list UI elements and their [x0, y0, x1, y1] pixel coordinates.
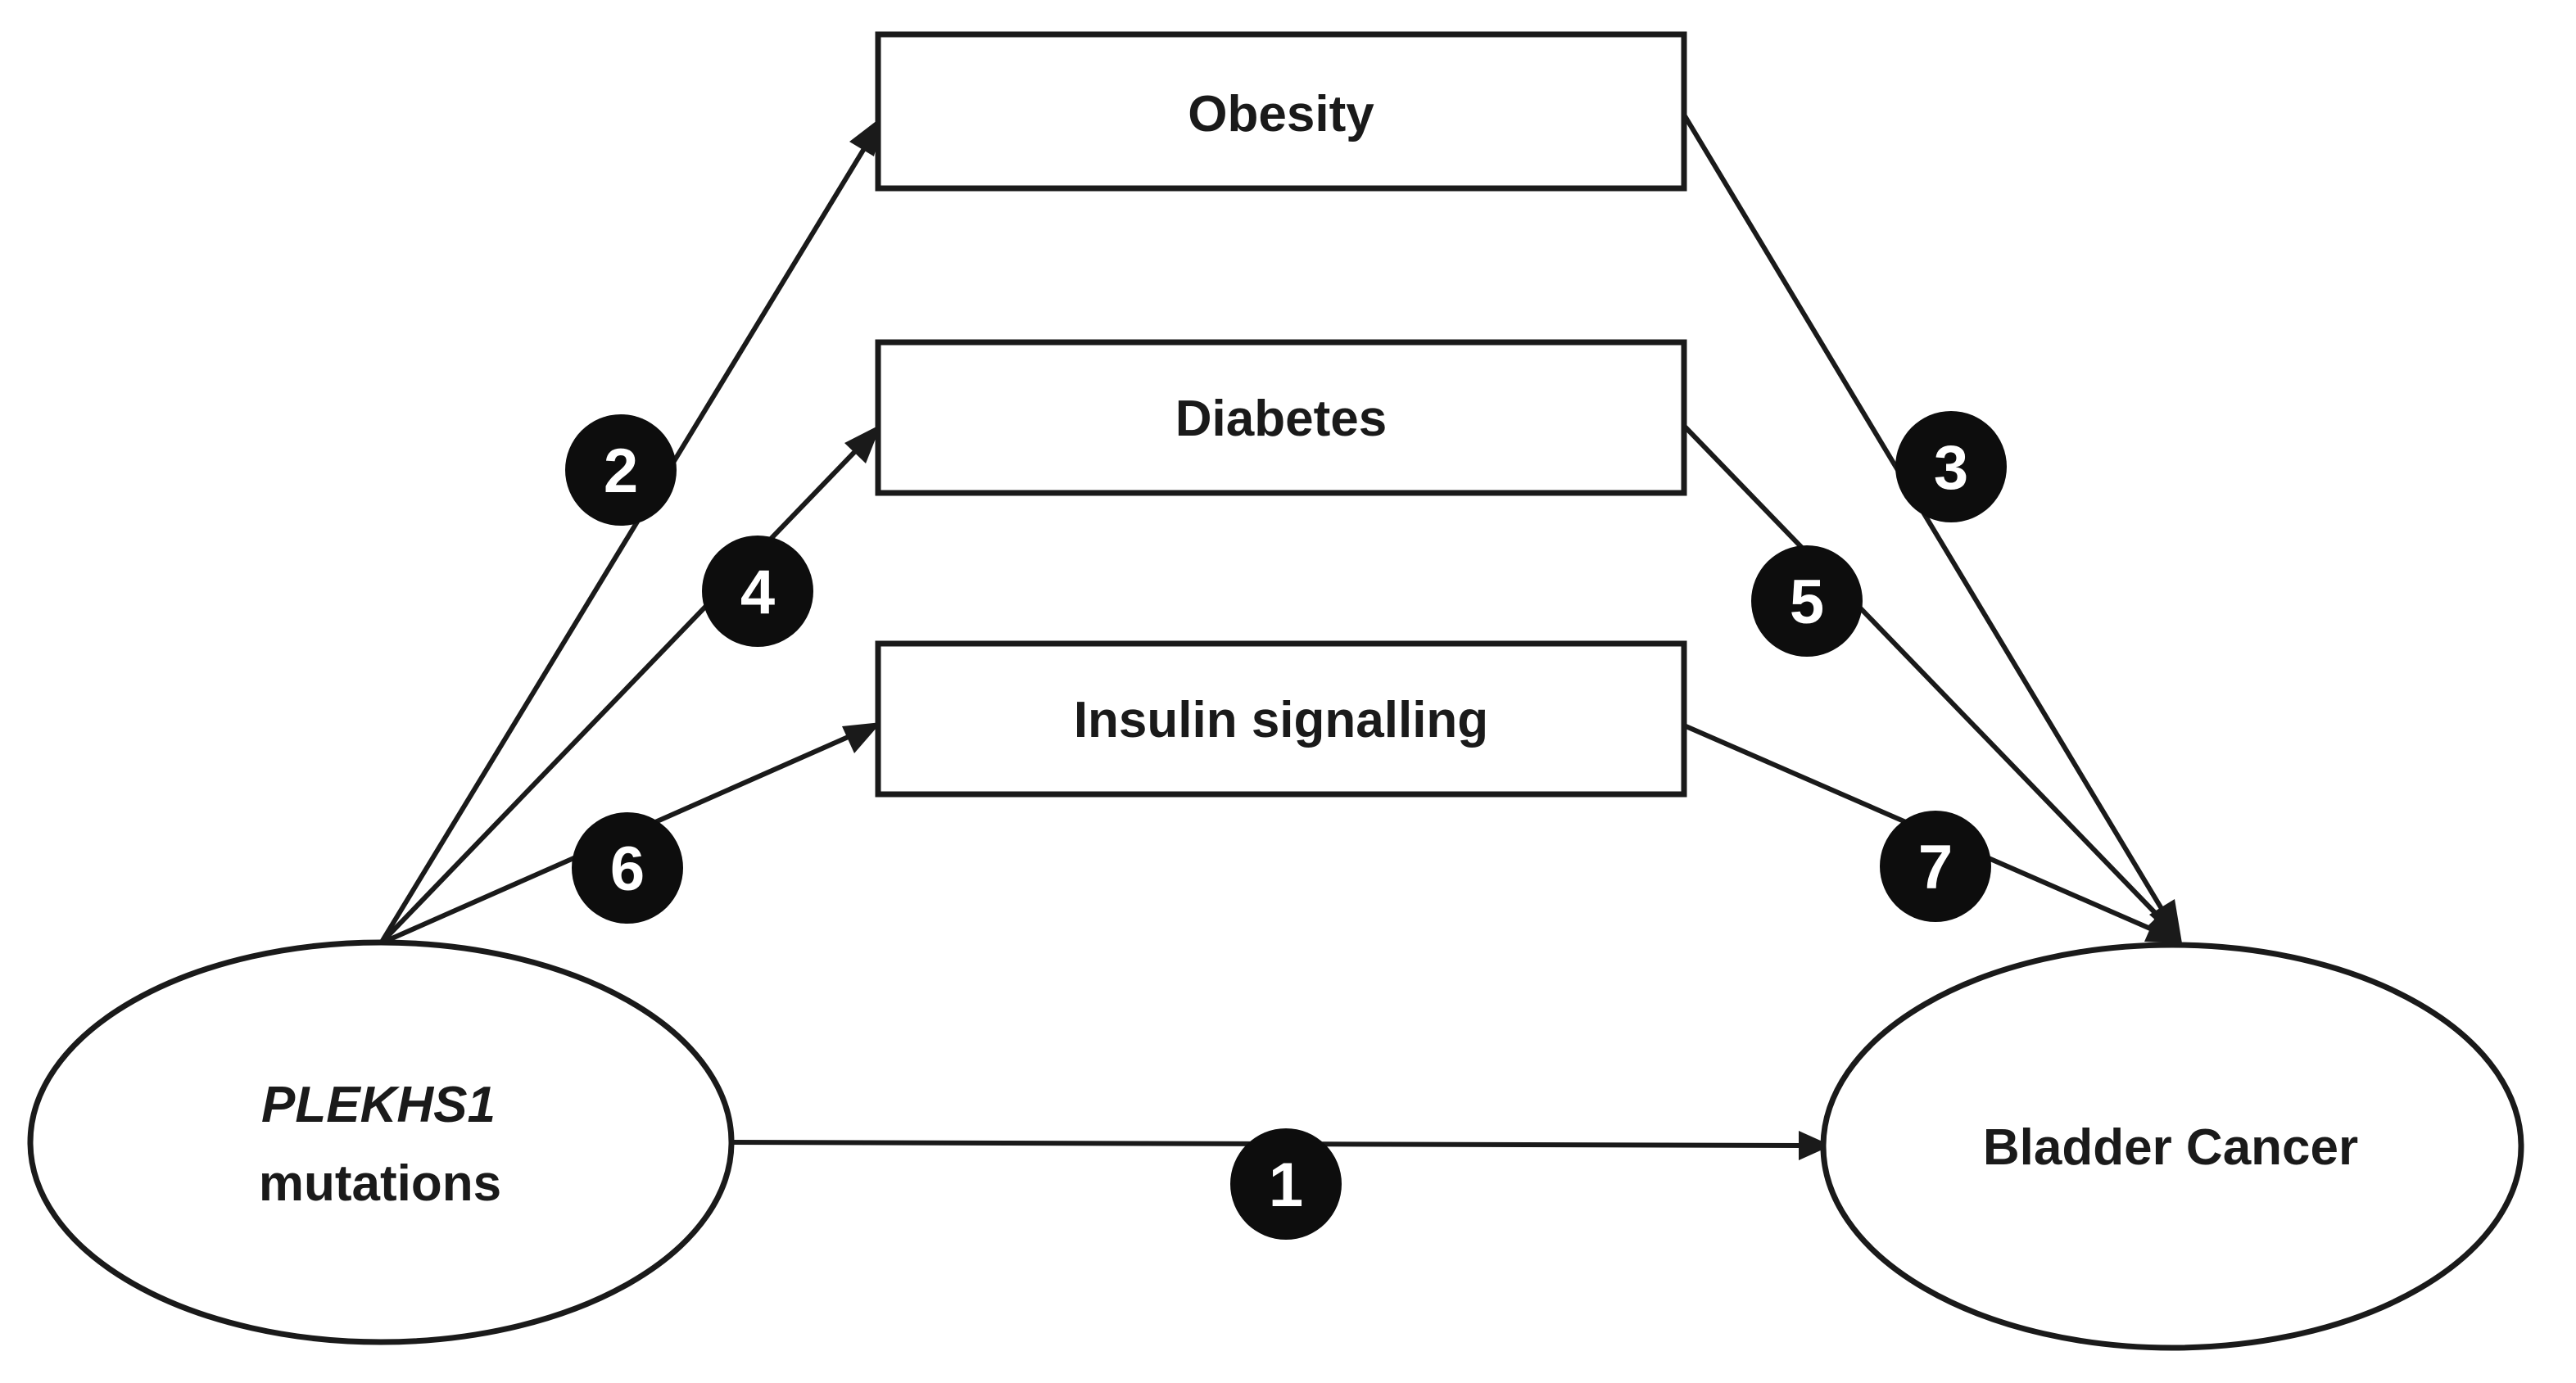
arrowhead-6-icon — [842, 722, 881, 753]
svg-text:7: 7 — [1918, 833, 1953, 902]
path-badge-6: 6 — [572, 812, 683, 924]
path-badges: 2 4 6 3 5 7 1 — [565, 411, 2007, 1240]
edge-2-exposure-to-obesity — [378, 138, 872, 945]
edges — [378, 113, 2182, 1160]
svg-text:2: 2 — [604, 436, 638, 506]
exposure-gene-label: PLEKHS1 — [261, 1077, 496, 1133]
arrowhead-5-icon — [2148, 906, 2182, 943]
arrowhead-7-icon — [2144, 915, 2182, 943]
edge-4-exposure-to-diabetes — [378, 444, 862, 946]
svg-text:1: 1 — [1269, 1150, 1303, 1220]
outcome-label: Bladder Cancer — [1983, 1119, 2358, 1176]
path-badge-7: 7 — [1880, 811, 1991, 922]
path-badge-1: 1 — [1230, 1128, 1342, 1240]
outcome-node: Bladder Cancer — [1820, 942, 2524, 1351]
mediator-label-diabetes: Diabetes — [1175, 391, 1387, 447]
mediator-label-obesity: Obesity — [1188, 86, 1374, 142]
svg-text:6: 6 — [610, 834, 645, 904]
svg-text:5: 5 — [1790, 567, 1824, 637]
svg-text:4: 4 — [740, 558, 775, 627]
mediator-box-insulin-signalling: Insulin signalling — [875, 640, 1687, 798]
arrowhead-1-icon — [1799, 1131, 1831, 1160]
arrowhead-4-icon — [844, 424, 881, 463]
exposure-mutations-label: mutations — [259, 1155, 501, 1212]
mediator-box-diabetes: Diabetes — [875, 339, 1687, 496]
svg-text:3: 3 — [1934, 433, 1968, 503]
edge-5-diabetes-to-outcome — [1682, 423, 2165, 923]
exposure-node: PLEKHS1 mutations — [27, 939, 735, 1345]
path-badge-5: 5 — [1751, 545, 1863, 657]
path-badge-4: 4 — [702, 536, 813, 647]
path-badge-3: 3 — [1895, 411, 2007, 522]
path-badge-2: 2 — [565, 414, 677, 526]
mediator-label-insulin-signalling: Insulin signalling — [1074, 692, 1488, 748]
mediator-box-obesity: Obesity — [875, 31, 1687, 192]
